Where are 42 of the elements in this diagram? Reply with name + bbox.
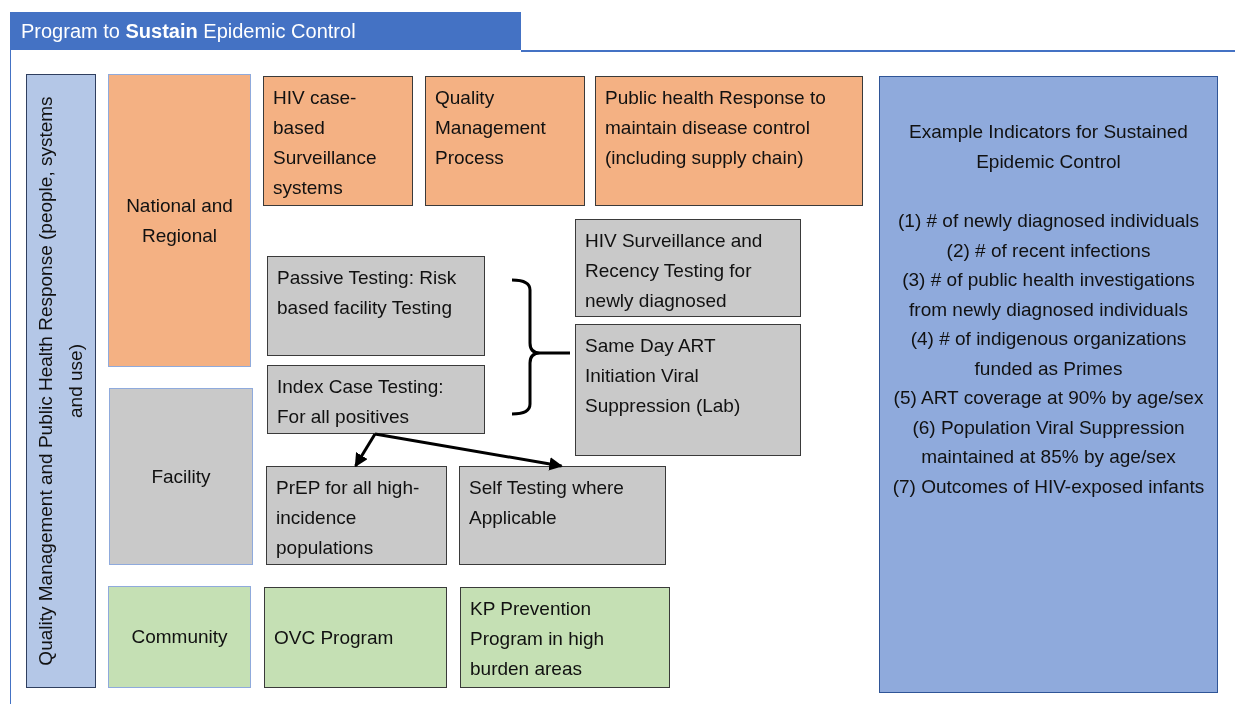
box-label: PrEP for all high-incidence populations: [276, 476, 421, 560]
title-band: Program to Sustain Epidemic Control: [11, 12, 521, 50]
activity-box: [575, 219, 801, 317]
box-label: Passive Testing: Risk based facility Testing: [277, 266, 458, 320]
box-label: National and Regional: [125, 193, 234, 248]
box-label: HIV case-based Surveillance systems: [273, 86, 378, 200]
box-label: OVC Program: [274, 625, 394, 650]
arrow: [354, 433, 377, 468]
box-label: Facility: [151, 464, 211, 489]
indicator-item: (5) ART coverage at 90% by age/sex: [892, 386, 1205, 410]
box-label: HIV Surveillance and Recency Testing for newly diagnosed: [585, 229, 764, 313]
side-label: Quality Management and Public Health Response (people, systems and use): [34, 95, 87, 668]
activity-box: [264, 587, 447, 688]
box-label: Public health Response to maintain disease control (including supply chain): [605, 86, 827, 170]
level-box: [109, 388, 253, 565]
indicator-item: (7) Outcomes of HIV-exposed infants: [891, 474, 1206, 499]
activity-box: [459, 466, 666, 565]
arrow: [374, 432, 563, 471]
activity-box: [595, 76, 863, 206]
activity-box: [267, 365, 485, 434]
panel-heading: Example Indicators for Sustained Epidemic Control: [908, 120, 1189, 174]
activity-box: [425, 76, 585, 206]
activity-box: [575, 324, 801, 456]
box-label: Self Testing where Applicable: [469, 476, 625, 530]
indicator-item: (1) # of newly diagnosed individuals: [897, 209, 1200, 233]
activity-box: [267, 256, 485, 356]
indicator-item: (6) Population Viral Suppression maintained at 85% by age/sex: [911, 415, 1186, 469]
activity-box: [263, 76, 413, 206]
level-box: [108, 74, 251, 367]
indicator-item: (4) # of indigenous organizations funded as Primes: [909, 327, 1188, 381]
activity-box: [266, 466, 447, 565]
indicators-panel: [879, 76, 1218, 693]
box-label: Same Day ART Initiation Viral Suppression (Lab): [585, 334, 742, 418]
box-label: KP Prevention Program in high burden areas: [470, 597, 606, 681]
box-label: Quality Management Process: [435, 86, 547, 170]
indicator-item: (3) # of public health investigations from newly diagnosed individuals: [901, 268, 1196, 322]
level-box: [108, 586, 251, 688]
indicator-item: (2) # of recent infections: [945, 238, 1152, 263]
box-label: Index Case Testing: For all positives: [277, 375, 445, 429]
activity-box: [460, 587, 670, 688]
side-bar: [26, 74, 96, 688]
box-label: Community: [131, 625, 228, 649]
